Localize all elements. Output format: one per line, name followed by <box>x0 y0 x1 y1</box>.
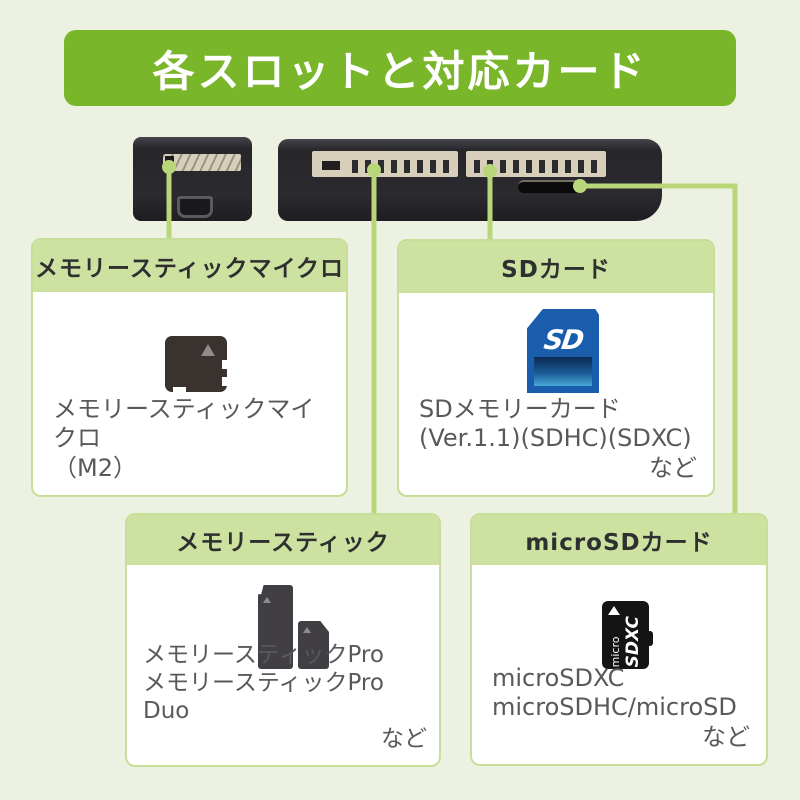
spec-text: microSDXC microSDHC/microSD など <box>492 664 750 752</box>
sd-card-panel <box>534 357 592 386</box>
memory-stick-pro-icon <box>258 585 293 669</box>
connector-dot-m2 <box>162 160 176 174</box>
microsd-card-arrow-icon <box>608 606 620 615</box>
card-box-memory-stick: メモリースティック メモリースティックPro メモリースティックPro Duo … <box>125 513 441 767</box>
spec-line: microSDXC <box>492 664 625 693</box>
spec-line: メモリースティックマイクロ <box>53 395 315 453</box>
memory-stick-arrow-icon <box>263 597 271 603</box>
box-header-label: メモリースティックマイクロ <box>34 256 344 282</box>
card-box-microsd: microSDカード micro SDXC microSDXC microSDH… <box>470 513 768 766</box>
connector-microsd <box>580 183 738 515</box>
card-box-memory-stick-micro: メモリースティックマイクロ メモリースティックマイクロ （M2） <box>31 238 348 497</box>
page-title: 各スロットと対応カード <box>152 46 648 96</box>
m2-card-arrow-icon <box>201 344 215 356</box>
card-box-sd: SDカード SD SDメモリーカード (Ver.1.1)(SDHC)(SDXC)… <box>397 239 715 497</box>
spec-text: メモリースティックマイクロ （M2） <box>53 395 330 483</box>
box-header-label: SDカード <box>501 257 611 283</box>
spec-line: メモリースティックPro <box>143 641 384 668</box>
box-body: メモリースティックPro メモリースティックPro Duo など <box>127 565 439 765</box>
microsd-slot <box>518 180 584 193</box>
spec-line: （M2） <box>53 453 137 482</box>
m2-card-notch <box>222 377 228 386</box>
spec-line: (Ver.1.1)(SDHC)(SDXC) <box>419 424 692 453</box>
spec-line: microSDHC/microSD <box>492 693 737 722</box>
mini-usb-port <box>177 196 213 218</box>
sd-logo: SD <box>541 325 585 356</box>
box-body: micro SDXC microSDXC microSDHC/microSD な… <box>472 565 766 764</box>
connector-dot-memory-stick <box>367 163 381 177</box>
box-header: SDカード <box>399 241 713 293</box>
memory-stick-micro-slot <box>163 154 241 171</box>
microsd-logo-sdxc: SDXC <box>622 616 643 668</box>
memory-stick-arrow-icon <box>303 627 311 633</box>
connector-dot-sd <box>483 164 497 178</box>
microsd-card-icon: micro SDXC <box>602 601 653 669</box>
spec-text: メモリースティックPro メモリースティックPro Duo など <box>143 641 427 753</box>
box-header-label: microSDカード <box>525 530 713 556</box>
spec-line: メモリースティックPro Duo <box>143 669 384 724</box>
box-header-label: メモリースティック <box>176 530 390 556</box>
connector-dot-microsd <box>573 179 587 193</box>
box-header: メモリースティック <box>127 515 439 565</box>
title-banner: 各スロットと対応カード <box>64 30 736 106</box>
box-body: SD SDメモリーカード (Ver.1.1)(SDHC)(SDXC) など <box>399 293 713 495</box>
box-body: メモリースティックマイクロ （M2） <box>33 292 346 495</box>
microsd-card-notch <box>648 631 653 646</box>
spec-suffix: など <box>702 722 750 751</box>
memory-stick-slot-tab <box>322 161 340 170</box>
memory-stick-duo-icon <box>298 621 329 669</box>
sd-card-icon: SD <box>527 309 599 393</box>
m2-card-notch <box>173 387 186 393</box>
spec-text: SDメモリーカード (Ver.1.1)(SDHC)(SDXC) など <box>419 395 697 483</box>
box-header: microSDカード <box>472 515 766 565</box>
box-header: メモリースティックマイクロ <box>33 240 346 292</box>
microsd-logo-micro: micro <box>608 636 622 668</box>
spec-line: SDメモリーカード <box>419 395 621 424</box>
m2-card-notch <box>222 360 228 369</box>
spec-suffix: など <box>649 453 697 482</box>
spec-suffix: など <box>381 725 427 752</box>
sd-slot-pins <box>474 160 602 173</box>
m2-card-icon <box>165 336 228 393</box>
